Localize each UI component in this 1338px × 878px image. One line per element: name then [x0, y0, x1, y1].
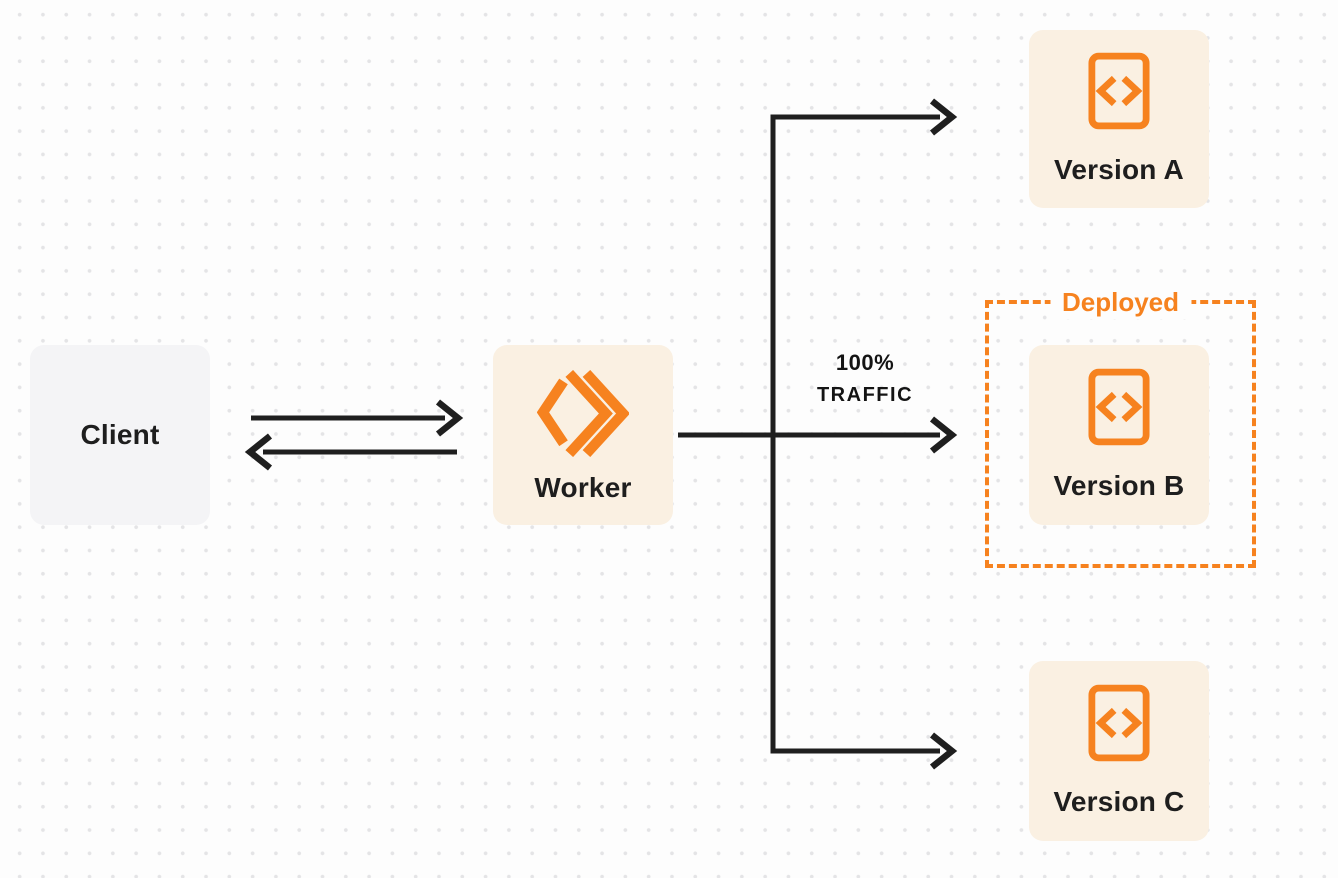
client-label: Client	[80, 419, 160, 450]
worker-node: Worker	[493, 345, 673, 525]
branch-line	[770, 114, 940, 754]
deployed-group-box: Deployed	[985, 285, 1256, 568]
client-to-worker-arrow	[251, 399, 464, 437]
worker-label: Worker	[534, 472, 632, 503]
version-b-label: Version B	[1053, 470, 1185, 501]
client-node: Client	[30, 345, 210, 525]
version-a-node: Version A	[1029, 30, 1209, 208]
code-file-icon	[1088, 52, 1150, 130]
workers-logo-icon	[537, 370, 629, 457]
traffic-annotation: 100% TRAFFIC	[775, 348, 955, 412]
traffic-word-text: TRAFFIC	[816, 384, 914, 406]
code-file-icon	[1088, 368, 1150, 446]
version-c-node: Version C	[1029, 661, 1209, 841]
version-b-node: Version B	[1029, 345, 1209, 525]
version-a-label: Version A	[1054, 154, 1184, 185]
worker-to-version-b-arrow	[678, 416, 958, 454]
arrow-to-version-a	[929, 98, 958, 136]
traffic-percent-text: 100%	[835, 350, 895, 375]
arrow-to-version-c	[929, 732, 958, 770]
deployed-label: Deployed	[1049, 285, 1192, 319]
version-c-label: Version C	[1053, 786, 1185, 817]
code-file-icon	[1088, 684, 1150, 762]
worker-to-client-arrow	[244, 433, 457, 471]
